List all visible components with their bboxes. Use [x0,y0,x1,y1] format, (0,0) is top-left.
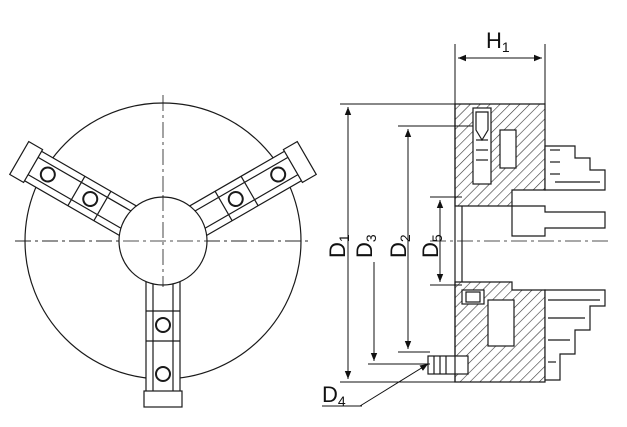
jaw-screw-icon [155,366,171,382]
d4-label: D4 [322,382,346,409]
upper-pinion-slot [499,129,517,169]
jaw-screw-icon [227,191,244,207]
d5-label: D5 [418,234,445,258]
dimension-labels: H1 D1 D3 D2 D5 D4 [322,28,510,409]
section-upper-jaw [511,145,606,237]
jaw-screw-icon [270,166,287,183]
section-lower-jaw [544,289,606,381]
jaw-screw-icon [155,317,171,333]
lower-scroll-cavity [487,299,515,347]
front-view [8,95,318,408]
d3-label: D3 [352,234,379,258]
jaw-upper-left [8,140,138,237]
section-view [427,103,612,383]
jaw-screw-icon [39,166,56,183]
jaw-bottom [143,280,183,408]
dimension-lines [322,44,546,407]
jaw-upper-right [188,140,318,237]
lower-screw-bore [427,355,469,375]
d1-label: D1 [325,234,352,258]
h1-label: H1 [486,28,510,55]
jaw-screw-icon [82,191,99,207]
d2-label: D2 [386,234,413,258]
d4-leader-line [359,363,429,407]
